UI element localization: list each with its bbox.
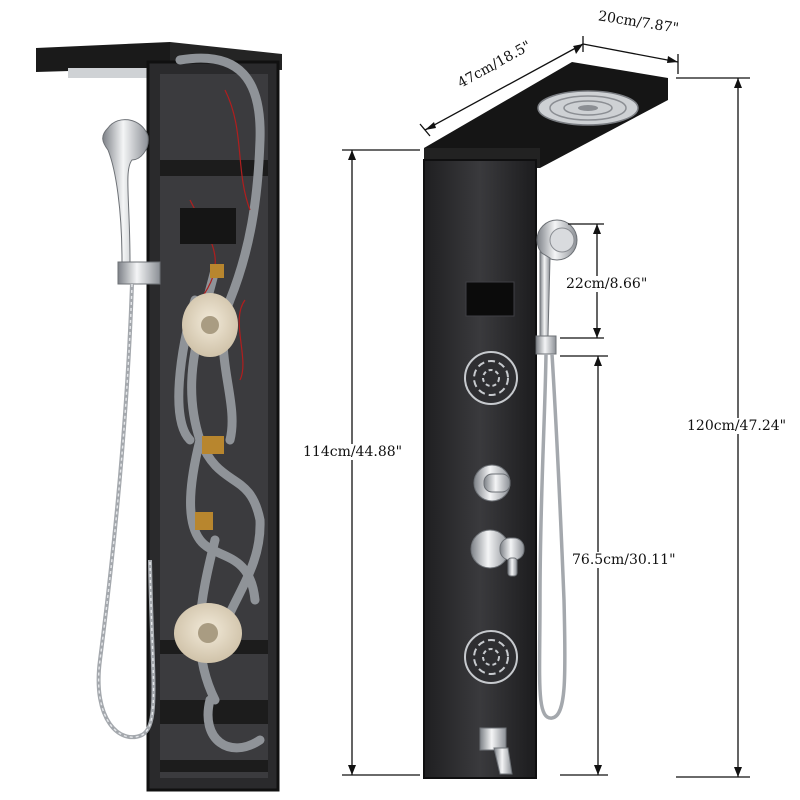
dimension-handshower-height: 22cm/8.66" <box>565 276 649 292</box>
shower-hose-left <box>96 283 156 740</box>
dimension-holder-height: 76.5cm/30.11" <box>571 552 677 568</box>
temperature-display <box>465 281 515 317</box>
brass-fitting <box>210 264 224 278</box>
dimension-panel-height: 114cm/44.88" <box>302 444 404 460</box>
mixer-handle <box>470 529 525 577</box>
control-box <box>180 208 236 244</box>
shower-holder <box>535 335 557 355</box>
hand-shower <box>535 219 578 355</box>
massage-jet-lower <box>464 630 518 684</box>
top-cap-left <box>36 42 170 72</box>
massage-jet-upper <box>464 351 518 405</box>
hand-shower-left <box>102 119 149 263</box>
brass-fitting <box>202 436 224 454</box>
shower-hose <box>537 353 567 720</box>
brass-fitting <box>195 512 213 530</box>
dimension-total-height: 120cm/47.24" <box>686 418 788 434</box>
tub-spout <box>479 727 513 775</box>
front-view <box>423 62 668 779</box>
open-back-view <box>36 42 282 792</box>
diverter-knob <box>473 464 511 502</box>
shower-holder-left <box>117 261 161 285</box>
rain-head-edge <box>68 68 148 78</box>
dimension-arrows <box>348 44 742 777</box>
